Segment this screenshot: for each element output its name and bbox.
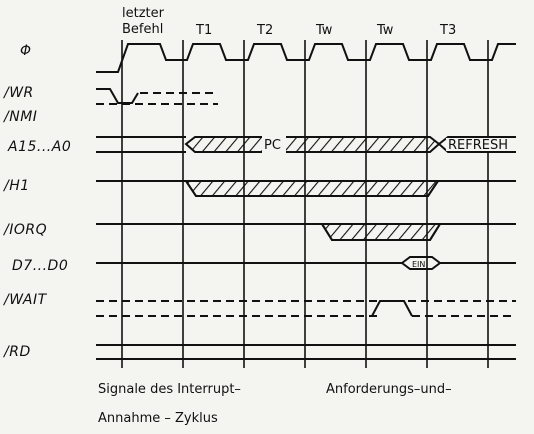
phase-tw2: Tw xyxy=(376,23,394,38)
address-pc-value: PC xyxy=(264,138,281,153)
signal-clock-label: Φ xyxy=(20,43,32,59)
address-pc-region xyxy=(184,136,441,153)
signal-h1-label: /H1 xyxy=(2,178,30,194)
refresh-label-backing xyxy=(446,138,516,151)
pc-label-backing xyxy=(262,136,286,153)
phase-tw1: Tw xyxy=(315,23,333,38)
caption: Signale des Interrupt– Anforderungs–und–… xyxy=(98,382,452,426)
iorq-hatched-region xyxy=(320,223,442,241)
address-refresh-value: REFRESH xyxy=(448,138,508,153)
phase-t3: T3 xyxy=(439,23,456,38)
signal-data-label: D7...D0 xyxy=(12,258,68,274)
signal-wr-label: /WR xyxy=(2,85,34,101)
phase-t1: T1 xyxy=(195,23,212,38)
caption-line2: Annahme – Zyklus xyxy=(98,411,218,426)
signal-labels: Φ /WR /NMI A15...A0 /H1 /IORQ D7...D0 /W… xyxy=(2,43,71,360)
signal-rd-label: /RD xyxy=(2,344,31,360)
data-in-value: EIN xyxy=(412,260,425,269)
address-refresh-region xyxy=(438,136,516,153)
h1-hatched-region xyxy=(184,180,440,197)
iorq-waveform xyxy=(96,223,516,241)
signal-wait-label: /WAIT xyxy=(2,292,48,308)
waveforms: PC REFRESH EIN xyxy=(96,43,516,360)
clock-waveform xyxy=(96,43,516,73)
wait-active-pulse xyxy=(371,300,413,317)
phase-previous-line2: Befehl xyxy=(122,22,163,37)
phase-headers: letzter Befehl T1 T2 Tw Tw T3 xyxy=(122,6,456,38)
signal-address-label: A15...A0 xyxy=(7,139,71,155)
phase-t2: T2 xyxy=(256,23,273,38)
phase-grid xyxy=(121,40,489,368)
signal-iorq-label: /IORQ xyxy=(2,222,47,238)
caption-line1-right: Anforderungs–und– xyxy=(326,382,452,397)
wr-waveform xyxy=(96,88,139,104)
signal-nmi-label: /NMI xyxy=(2,109,37,125)
caption-line1-left: Signale des Interrupt– xyxy=(98,382,241,397)
phase-previous-line1: letzter xyxy=(122,6,165,21)
